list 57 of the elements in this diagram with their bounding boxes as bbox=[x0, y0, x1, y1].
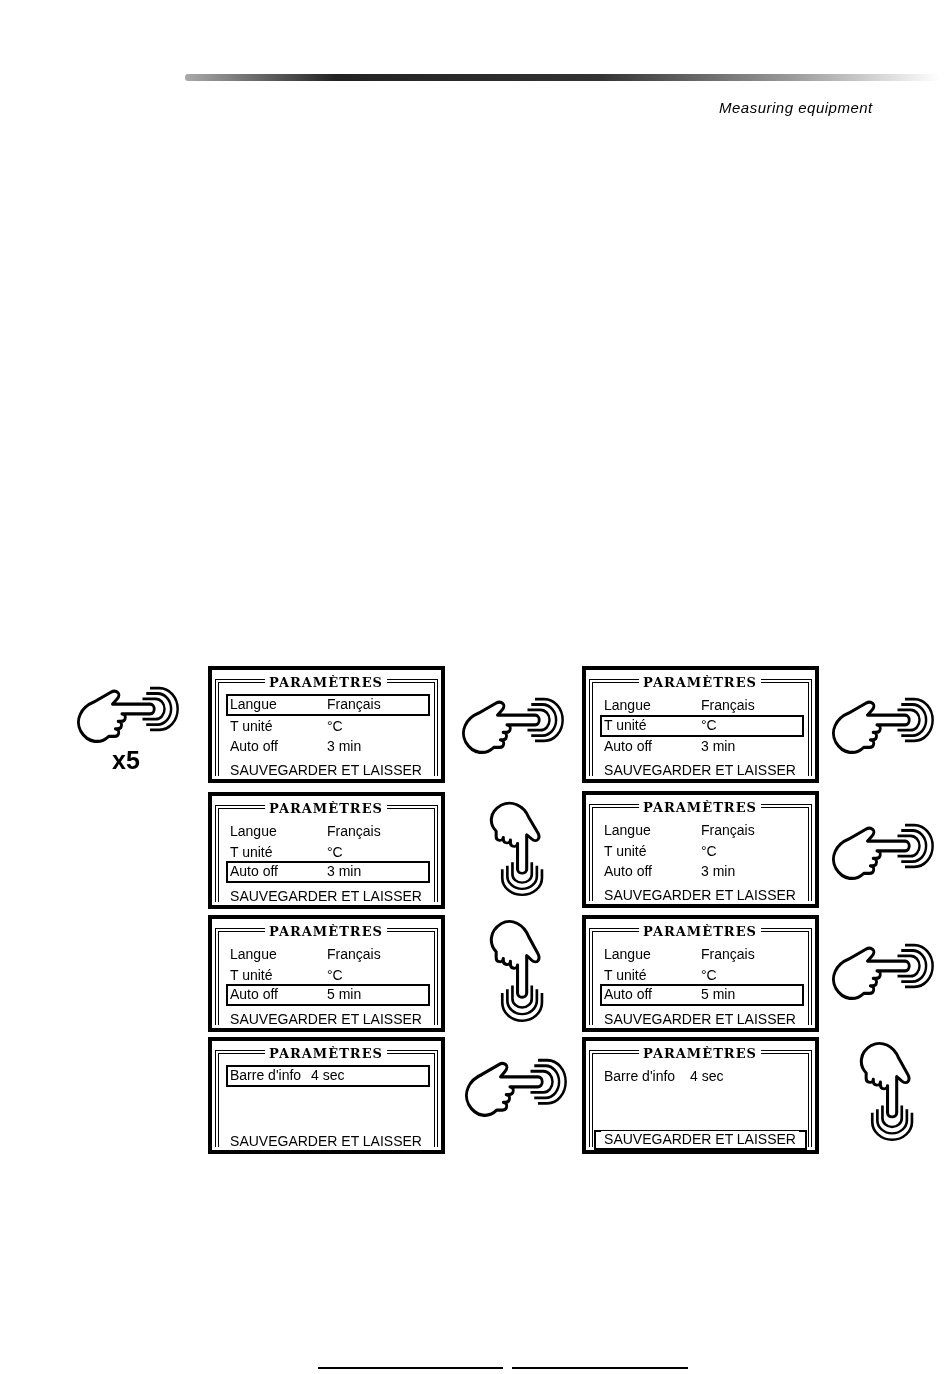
display-screen bbox=[208, 792, 445, 909]
setting-name: T unité bbox=[230, 967, 273, 984]
setting-name: Auto off bbox=[604, 738, 652, 755]
tagline: Measuring equipment bbox=[719, 99, 873, 116]
setting-name: Langue bbox=[604, 697, 651, 714]
display-screen bbox=[582, 1037, 819, 1154]
setting-name: Langue bbox=[230, 696, 277, 713]
selection-highlight bbox=[226, 1065, 430, 1087]
display-screen bbox=[582, 791, 819, 908]
setting-name: T unité bbox=[604, 967, 647, 984]
setting-value: 3 min bbox=[327, 863, 362, 880]
selection-highlight bbox=[226, 861, 430, 883]
selection-highlight bbox=[226, 694, 430, 716]
setting-value: Français bbox=[327, 946, 381, 963]
setting-value: 5 min bbox=[701, 986, 736, 1003]
selection-highlight bbox=[600, 984, 804, 1006]
selection-highlight bbox=[600, 715, 804, 737]
setting-name: T unité bbox=[230, 718, 273, 735]
setting-value: Français bbox=[327, 823, 381, 840]
setting-name: Auto off bbox=[230, 986, 278, 1003]
setting-value: 3 min bbox=[701, 738, 736, 755]
setting-name: T unité bbox=[604, 717, 647, 734]
selection-highlight bbox=[594, 1130, 807, 1150]
setting-value: 5 min bbox=[327, 986, 362, 1003]
display-screen bbox=[208, 666, 445, 783]
setting-value: 4 sec bbox=[690, 1068, 724, 1085]
setting-name: T unité bbox=[604, 843, 647, 860]
setting-name: Auto off bbox=[230, 738, 278, 755]
selection-highlight bbox=[226, 984, 430, 1006]
setting-value: Français bbox=[701, 946, 755, 963]
setting-name: Langue bbox=[604, 822, 651, 839]
setting-name: Langue bbox=[230, 823, 277, 840]
setting-name: Auto off bbox=[230, 863, 278, 880]
setting-value: °C bbox=[327, 718, 343, 735]
setting-value: Français bbox=[701, 697, 755, 714]
display-screen bbox=[582, 915, 819, 1032]
setting-name: Barre d'info bbox=[230, 1067, 302, 1084]
setting-name: Barre d'info bbox=[604, 1068, 676, 1085]
setting-value: Français bbox=[327, 696, 381, 713]
setting-value: 3 min bbox=[701, 863, 736, 880]
setting-name: Auto off bbox=[604, 863, 652, 880]
setting-value: Français bbox=[701, 822, 755, 839]
setting-name: Langue bbox=[604, 946, 651, 963]
setting-value: °C bbox=[701, 717, 717, 734]
setting-value: °C bbox=[701, 967, 717, 984]
setting-value: 4 sec bbox=[311, 1067, 345, 1084]
setting-name: Auto off bbox=[604, 986, 652, 1003]
press-count-label: x5 bbox=[112, 746, 140, 775]
setting-name: Langue bbox=[230, 946, 277, 963]
display-screen bbox=[582, 666, 819, 783]
display-screen bbox=[208, 915, 445, 1032]
setting-value: °C bbox=[327, 967, 343, 984]
setting-value: °C bbox=[327, 844, 343, 861]
display-screen bbox=[208, 1037, 445, 1154]
setting-value: 3 min bbox=[327, 738, 362, 755]
setting-value: °C bbox=[701, 843, 717, 860]
setting-name: T unité bbox=[230, 844, 273, 861]
